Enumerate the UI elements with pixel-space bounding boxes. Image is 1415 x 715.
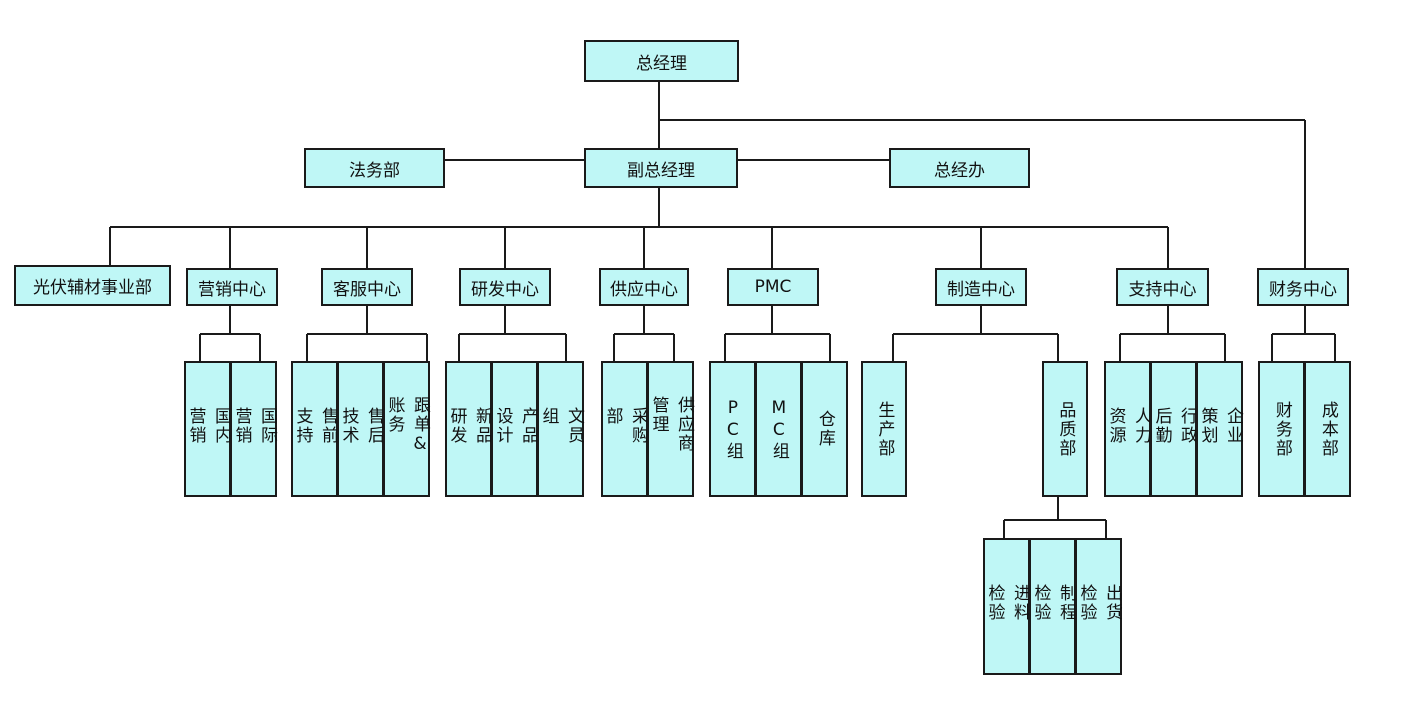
node-label: 行政后勤 — [1151, 406, 1198, 445]
node-hr: 人力资源 — [1104, 361, 1151, 497]
node-pmc: PMC — [727, 268, 819, 306]
node-support-center: 支持中心 — [1116, 268, 1209, 306]
node-production: 生产部 — [861, 361, 907, 497]
node-label: 财务部 — [1271, 400, 1292, 458]
node-process-inspection: 制程检验 — [1029, 538, 1076, 675]
node-service-center: 客服中心 — [321, 268, 413, 306]
node-label: 总经办 — [934, 160, 985, 181]
node-label: 制程检验 — [1030, 584, 1077, 623]
node-aftersale-tech: 售后技术 — [337, 361, 384, 497]
node-label: 光伏辅材事业部 — [33, 278, 152, 298]
node-mc-group: MC组 — [755, 361, 802, 497]
node-label: 售前支持 — [292, 406, 339, 445]
node-label: 供应中心 — [610, 279, 678, 300]
node-marketing-center: 营销中心 — [186, 268, 278, 306]
node-label: 客服中心 — [333, 279, 401, 300]
node-label: 品质部 — [1055, 400, 1076, 458]
node-gm: 总经理 — [584, 40, 739, 82]
node-label: 生产部 — [874, 400, 895, 458]
node-label: 国际营销 — [231, 406, 278, 445]
node-gm-office: 总经办 — [889, 148, 1030, 188]
node-label: 采购部 — [602, 406, 649, 445]
node-label: 人力资源 — [1105, 406, 1152, 445]
node-label: 财务中心 — [1269, 279, 1337, 300]
node-label: 跟单&账务 — [384, 395, 431, 456]
node-label: 出货检验 — [1076, 584, 1123, 623]
node-label: PC组 — [722, 397, 743, 461]
node-label: 供应商管理 — [648, 395, 695, 453]
node-label: MC组 — [768, 397, 789, 461]
node-cost-dept: 成本部 — [1304, 361, 1351, 497]
node-label: 进料检验 — [984, 584, 1031, 623]
node-label: 产品设计 — [492, 406, 539, 445]
node-rd-center: 研发中心 — [459, 268, 551, 306]
node-presale-support: 售前支持 — [291, 361, 338, 497]
node-label: 总经理 — [636, 53, 687, 74]
node-label: 仓库 — [814, 410, 835, 448]
node-label: 企业策划 — [1197, 406, 1244, 445]
node-mfg-center: 制造中心 — [935, 268, 1027, 306]
node-order-accounts: 跟单&账务 — [383, 361, 430, 497]
node-clerk-group: 文员组 — [537, 361, 584, 497]
node-label: 成本部 — [1317, 400, 1338, 458]
node-product-design: 产品设计 — [491, 361, 538, 497]
node-supply-center: 供应中心 — [599, 268, 689, 306]
node-label: 制造中心 — [947, 279, 1015, 300]
node-new-product-rd: 新品研发 — [445, 361, 492, 497]
node-warehouse: 仓库 — [801, 361, 848, 497]
node-label: 副总经理 — [627, 160, 695, 181]
node-label: PMC — [754, 277, 792, 297]
node-admin-logistics: 行政后勤 — [1150, 361, 1197, 497]
node-label: 售后技术 — [338, 406, 385, 445]
node-label: 支持中心 — [1128, 279, 1197, 300]
node-label: 研发中心 — [471, 279, 539, 300]
node-intl-marketing: 国际营销 — [230, 361, 277, 497]
node-pc-group: PC组 — [709, 361, 756, 497]
node-label: 国内营销 — [185, 406, 232, 445]
node-pv-division: 光伏辅材事业部 — [14, 265, 171, 306]
node-outgoing-inspection: 出货检验 — [1075, 538, 1122, 675]
node-purchasing: 采购部 — [601, 361, 648, 497]
node-label: 营销中心 — [198, 279, 266, 300]
node-finance-center: 财务中心 — [1257, 268, 1349, 306]
node-label: 新品研发 — [446, 406, 493, 445]
node-incoming-inspection: 进料检验 — [983, 538, 1030, 675]
node-label: 法务部 — [349, 160, 400, 181]
node-label: 文员组 — [538, 406, 585, 445]
node-supplier-mgmt: 供应商管理 — [647, 361, 694, 497]
node-legal: 法务部 — [304, 148, 445, 188]
node-deputy-gm: 副总经理 — [584, 148, 738, 188]
node-quality: 品质部 — [1042, 361, 1088, 497]
node-corp-planning: 企业策划 — [1196, 361, 1243, 497]
node-domestic-marketing: 国内营销 — [184, 361, 231, 497]
node-finance-dept: 财务部 — [1258, 361, 1305, 497]
